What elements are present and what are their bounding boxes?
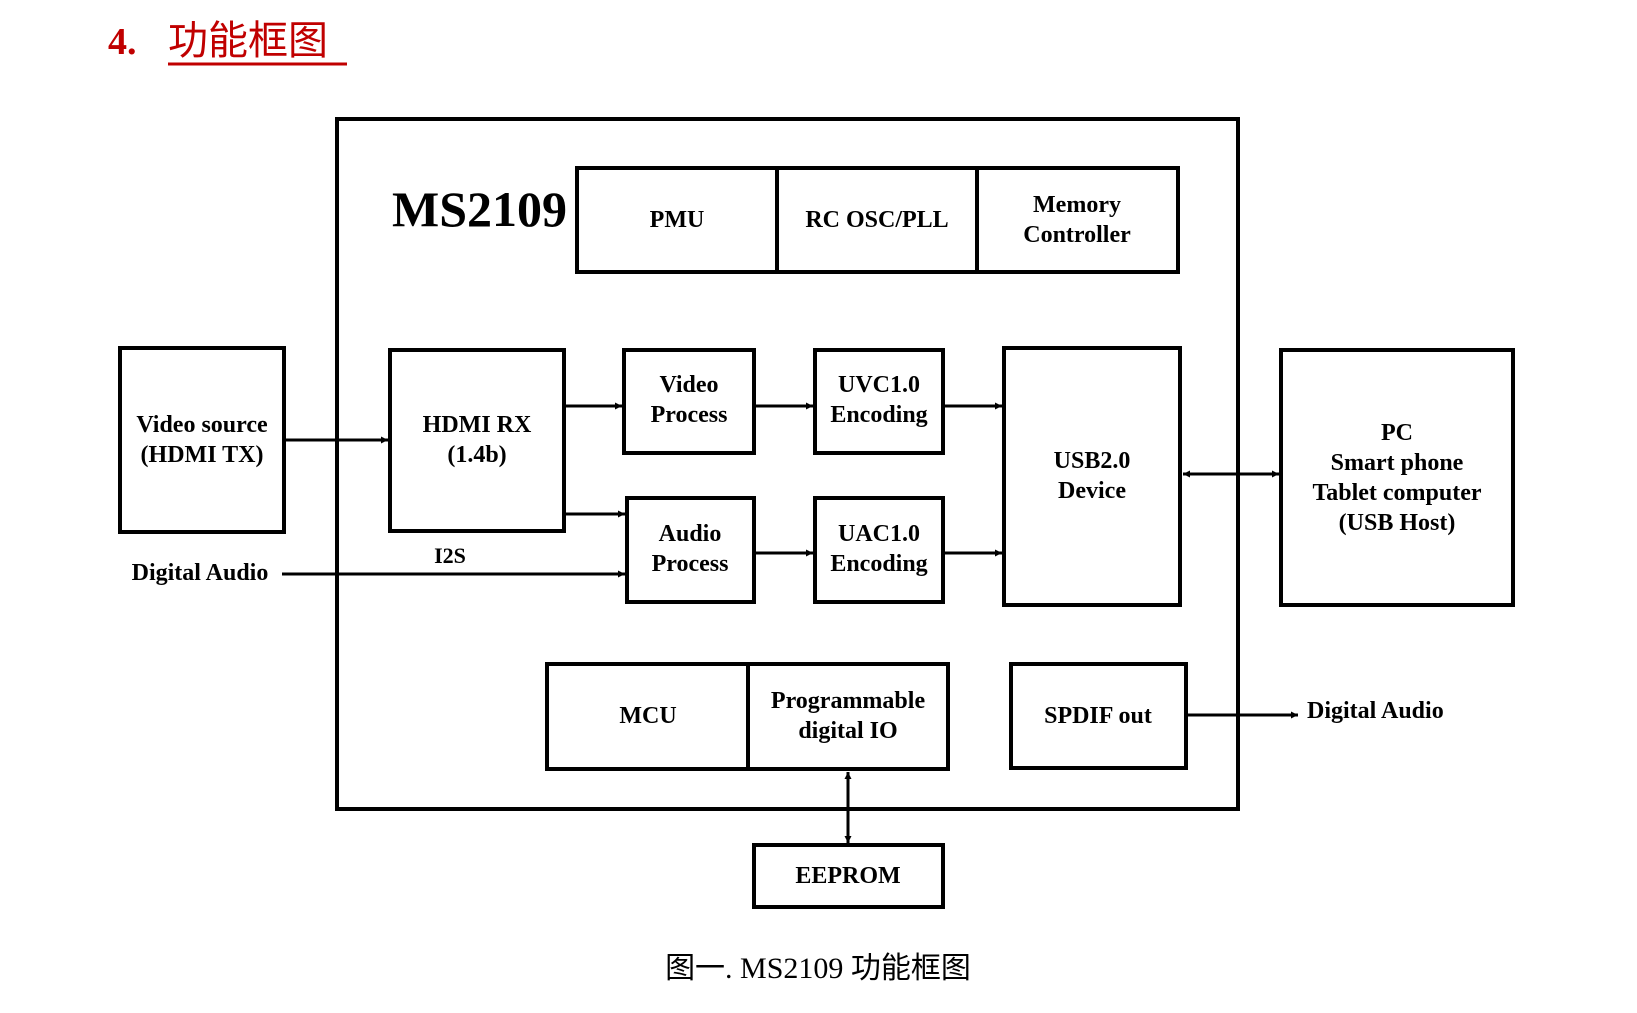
label-line: Process — [651, 402, 728, 428]
i2s-label: I2S — [434, 543, 466, 568]
eeprom-block: EEPROM — [752, 843, 945, 909]
label-line: UAC1.0 — [838, 521, 920, 547]
label-line: PC — [1381, 420, 1413, 446]
label-line: HDMI RX — [423, 412, 532, 438]
programmable-io-block: Programmable digital IO — [746, 662, 950, 771]
mcu-block: MCU — [545, 662, 750, 771]
label-line: Controller — [1023, 222, 1131, 248]
label-line: Process — [652, 551, 729, 577]
section-number: 4. — [108, 21, 137, 63]
digital-audio-in-label: Digital Audio — [132, 560, 269, 586]
label-line: Tablet computer — [1312, 480, 1481, 506]
label-line: (USB Host) — [1339, 510, 1456, 536]
label-line: Programmable — [771, 688, 926, 714]
label-line: EEPROM — [795, 863, 900, 889]
label-line: (1.4b) — [447, 442, 506, 468]
figure-caption: 图一. MS2109 功能框图 — [665, 952, 971, 985]
label-line: UVC1.0 — [838, 372, 920, 398]
section-title: 功能框图 — [168, 18, 328, 64]
hdmi-rx-label: HDMI RX (1.4b) — [423, 412, 532, 468]
label-line: digital IO — [798, 718, 897, 744]
label-line: Video source — [136, 412, 268, 438]
label-line: SPDIF out — [1044, 703, 1152, 729]
rc-osc-pll-block: RC OSC/PLL — [775, 166, 979, 274]
label-line: Memory — [1033, 192, 1121, 218]
label-line: Device — [1058, 478, 1126, 504]
chip-name: MS2109 — [392, 181, 567, 237]
label-line: USB2.0 — [1054, 448, 1131, 474]
pmu-label: PMU — [650, 207, 705, 233]
label-line: Video — [659, 372, 718, 398]
programmable-io-label: Programmable digital IO — [771, 688, 926, 744]
mcu-label: MCU — [619, 703, 676, 729]
label-line: MCU — [619, 703, 676, 729]
label-line: Smart phone — [1331, 450, 1464, 476]
video-source-block: Video source (HDMI TX) — [118, 346, 286, 534]
eeprom-label: EEPROM — [795, 863, 900, 889]
video-source-label: Video source (HDMI TX) — [136, 412, 268, 468]
rc-osc-pll-label: RC OSC/PLL — [805, 207, 948, 233]
label-line: Audio — [659, 521, 722, 547]
label-line: Encoding — [830, 402, 927, 428]
hdmi-rx-block: HDMI RX (1.4b) — [388, 348, 566, 533]
spdif-out-label: SPDIF out — [1044, 703, 1152, 729]
label-line: PMU — [650, 207, 705, 233]
label-line: Encoding — [830, 551, 927, 577]
pmu-block: PMU — [575, 166, 779, 274]
digital-audio-out-label: Digital Audio — [1307, 698, 1444, 724]
label-line: RC OSC/PLL — [805, 207, 948, 233]
spdif-out-block: SPDIF out — [1009, 662, 1188, 770]
label-line: (HDMI TX) — [141, 442, 264, 468]
